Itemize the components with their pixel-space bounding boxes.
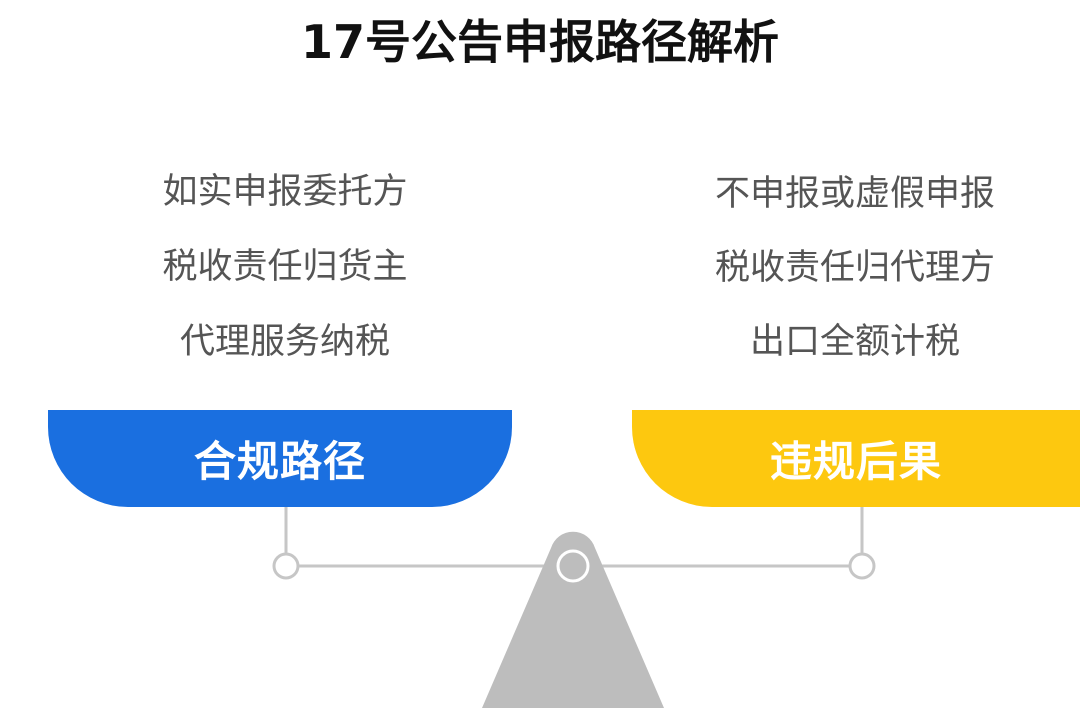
scale-base bbox=[482, 531, 664, 708]
page-title: 17号公告申报路径解析 bbox=[300, 15, 779, 69]
left-line-2: 税收责任归货主 bbox=[162, 247, 408, 287]
right-line-2: 税收责任归代理方 bbox=[714, 248, 995, 288]
compliant-path-pan: 合规路径 bbox=[48, 410, 512, 507]
right-line-3: 出口全额计税 bbox=[749, 322, 960, 362]
left-pivot bbox=[272, 552, 300, 580]
violation-consequence-label: 违规后果 bbox=[769, 437, 942, 486]
center-pivot bbox=[556, 549, 590, 583]
left-line-1: 如实申报委托方 bbox=[162, 172, 408, 212]
right-line-1: 不申报或虚假申报 bbox=[714, 174, 995, 214]
left-line-3: 代理服务纳税 bbox=[179, 322, 390, 362]
violation-consequence-pan: 违规后果 bbox=[632, 410, 1080, 507]
right-pivot bbox=[848, 552, 876, 580]
compliant-path-label: 合规路径 bbox=[193, 437, 366, 486]
